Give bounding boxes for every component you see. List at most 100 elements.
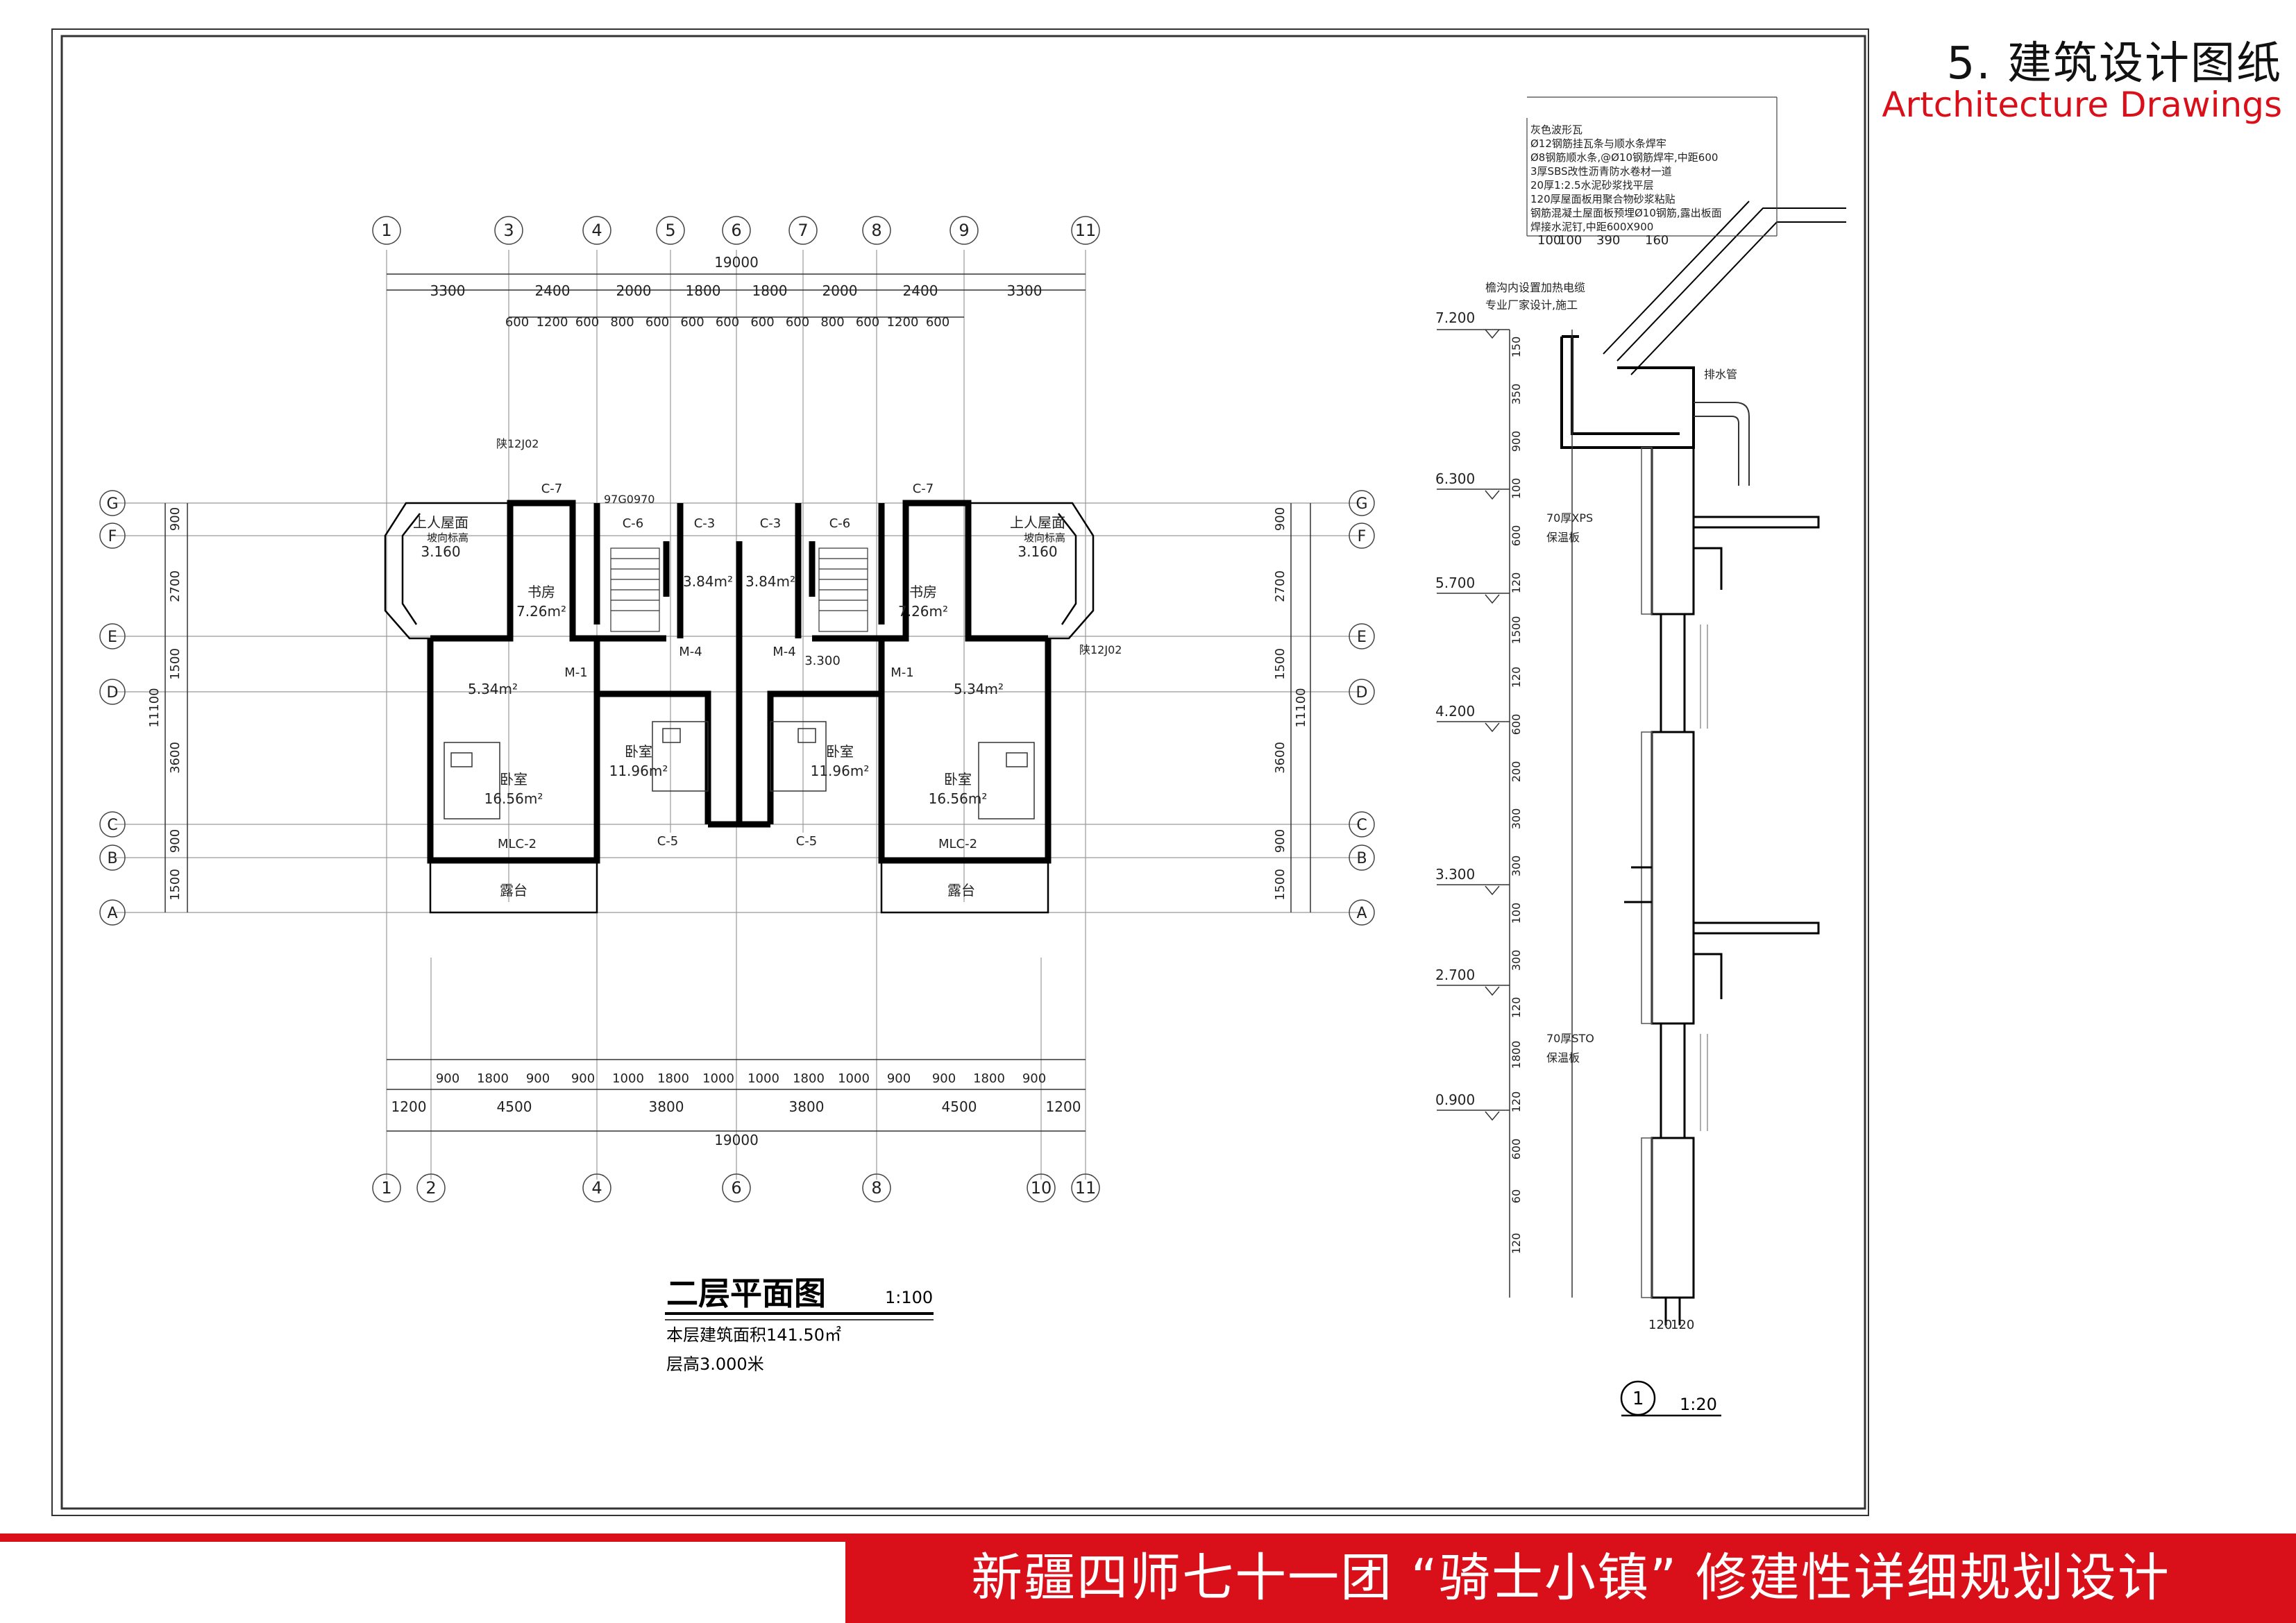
dim-left-total: 11100 [147, 688, 162, 727]
axis-bubble-left [99, 844, 126, 871]
section-dim-top: 100 [1558, 233, 1582, 248]
section-dim-bottom: 120 [1671, 1318, 1694, 1332]
section-level: 5.700 [1435, 575, 1475, 591]
dim-top-total: 19000 [714, 254, 759, 271]
stairs [610, 547, 868, 632]
dim-top-sub: 600 [645, 315, 669, 330]
section-dim-vertical: 120 [1510, 1091, 1523, 1113]
axis-bubble-top [722, 216, 751, 245]
dim-top-sub: 600 [750, 315, 774, 330]
header-title-cn: 5. 建筑设计图纸 [1946, 38, 2282, 90]
axis-bubble-bottom [416, 1173, 446, 1203]
dim-top: 2000 [616, 282, 652, 299]
axis-label-right: B [1356, 850, 1367, 867]
level-mark [1485, 986, 1500, 996]
dim-top-sub: 600 [786, 315, 809, 330]
dim-left: 3600 [168, 742, 183, 774]
axis-bubble-bottom [582, 1173, 611, 1203]
section-scale-number: 1 [1632, 1388, 1644, 1409]
dim-bottom: 3800 [649, 1098, 684, 1115]
axis-bubble-right [1349, 811, 1375, 838]
note-ref-left: 陕12J02 [496, 437, 539, 450]
dim-left: 900 [168, 829, 183, 853]
level-mark [1485, 490, 1500, 500]
dim-bottom-sub: 900 [436, 1071, 459, 1086]
section-level: 4.200 [1435, 703, 1475, 720]
axis-label-bottom: 4 [591, 1178, 602, 1198]
axis-label-left: D [107, 684, 119, 702]
section-note: 70厚STO [1546, 1032, 1594, 1045]
window-tag: MLC-2 [498, 837, 537, 851]
roof-layer-table [1526, 96, 1778, 237]
section-level: 0.900 [1435, 1091, 1475, 1108]
dim-bottom-sub: 1000 [838, 1071, 870, 1086]
axis-bubble-top [494, 216, 523, 245]
header-title-en: Artchitecture Drawings [1882, 85, 2282, 125]
room-area: 11.96m² [811, 763, 870, 779]
dim-right: 3600 [1273, 742, 1288, 774]
dim-top-sub: 600 [856, 315, 879, 330]
axis-bubble-top [582, 216, 611, 245]
section-dim-vertical: 120 [1510, 572, 1523, 594]
axis-bubble-bottom [722, 1173, 751, 1203]
outer-frame [51, 28, 1869, 1516]
axis-label-right: E [1357, 629, 1367, 646]
roof-layer: 钢筋混凝土屋面板预埋Ø10钢筋,露出板面 [1530, 207, 1722, 219]
small-area: 5.34m² [954, 681, 1004, 697]
axis-bubble-left [99, 811, 126, 838]
door-tag: M-4 [773, 645, 795, 659]
roof-layer: Ø12钢筋挂瓦条与顺水条焊牢 [1530, 137, 1666, 150]
dim-top-sub: 1200 [537, 315, 568, 330]
window-tag: C-5 [796, 834, 818, 849]
window-tag: C-3 [694, 516, 716, 531]
window-tag: C-6 [623, 516, 644, 531]
dim-bottom-sub: 1800 [657, 1071, 689, 1086]
dim-bottom-sub: 1000 [612, 1071, 644, 1086]
section-note: 70厚XPS [1546, 511, 1593, 525]
room-area: 16.56m² [484, 790, 543, 807]
room-name: 卧室 [944, 771, 972, 788]
axis-bubble-bottom [862, 1173, 891, 1203]
level-mark [1485, 722, 1500, 733]
dim-bottom-sub: 900 [526, 1071, 550, 1086]
dim-bottom-sub: 1800 [973, 1071, 1005, 1086]
window-tag: C-7 [913, 482, 934, 496]
axis-bubble-bottom [372, 1173, 401, 1203]
dim-bottom: 4500 [497, 1098, 532, 1115]
dim-top-sub: 800 [820, 315, 844, 330]
section-note: 排水管 [1704, 368, 1737, 381]
room-area: 3.160 [1018, 543, 1057, 560]
dim-top: 3300 [430, 282, 466, 299]
room-area: 11.96m² [609, 763, 668, 779]
axis-label-top: 5 [665, 221, 675, 240]
top-dimension-lines [387, 273, 1086, 1132]
axis-label-bottom: 8 [871, 1178, 881, 1198]
insulation [1641, 447, 1653, 1298]
section-dim-vertical: 120 [1510, 667, 1523, 688]
plan-scale: 1:100 [885, 1288, 933, 1307]
dim-bottom: 1200 [391, 1098, 427, 1115]
section-dim-top: 160 [1645, 233, 1669, 248]
axis-label-bottom: 2 [425, 1178, 436, 1198]
dim-bottom: 3800 [789, 1098, 825, 1115]
side-dimension-lines [164, 503, 1311, 912]
room-sub: 坡向标高 [427, 532, 469, 544]
roof-layer: Ø8钢筋顺水条,@Ø10钢筋焊牢,中距600 [1530, 151, 1718, 164]
section-level: 6.300 [1435, 470, 1475, 487]
dim-top: 1800 [686, 282, 721, 299]
axis-label-right: G [1356, 495, 1367, 513]
axis-bubble-right [1349, 623, 1375, 649]
dim-bottom: 4500 [942, 1098, 977, 1115]
dim-top-sub: 1200 [887, 315, 919, 330]
section-dim-vertical: 350 [1510, 384, 1523, 405]
furniture [444, 721, 1035, 819]
dim-top-sub: 800 [610, 315, 634, 330]
section-note: 保温板 [1546, 1051, 1580, 1064]
axis-bubble-right [1349, 522, 1375, 549]
level-mark [1485, 1111, 1500, 1121]
dim-bottom-sub: 1800 [477, 1071, 509, 1086]
axis-bubble-top [656, 216, 685, 245]
axis-label-left: E [108, 629, 117, 646]
section-dim-top: 100 [1537, 233, 1561, 248]
